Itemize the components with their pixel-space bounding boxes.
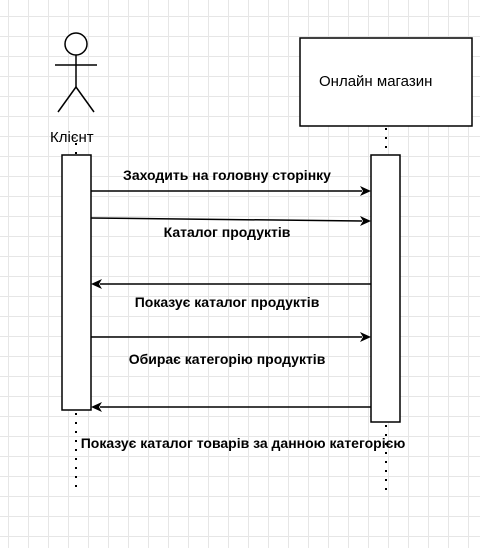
arrowhead-5 xyxy=(91,402,102,412)
arrowhead-4 xyxy=(360,332,371,342)
arrowhead-2 xyxy=(360,216,371,226)
system-label: Онлайн магазин xyxy=(319,73,433,90)
system-activation-bar xyxy=(370,154,401,423)
arrowhead-1 xyxy=(360,186,371,196)
message-label-1: Заходить на головну сторінку xyxy=(123,167,331,183)
message-label-2: Каталог продуктів xyxy=(163,224,291,240)
message-arrow-2 xyxy=(90,217,363,222)
stick-figure-icon xyxy=(55,32,97,113)
message-label-5: Показує каталог товарів за данною катего… xyxy=(80,435,406,451)
message-label-4: Обирає категорію продуктів xyxy=(128,351,326,367)
actor-label: Клієнт xyxy=(50,129,94,146)
arrowhead-3 xyxy=(91,279,102,289)
actor-activation-bar xyxy=(61,154,92,411)
system-participant-box[interactable] xyxy=(299,37,473,127)
message-label-3: Показує каталог продуктів xyxy=(134,294,320,310)
